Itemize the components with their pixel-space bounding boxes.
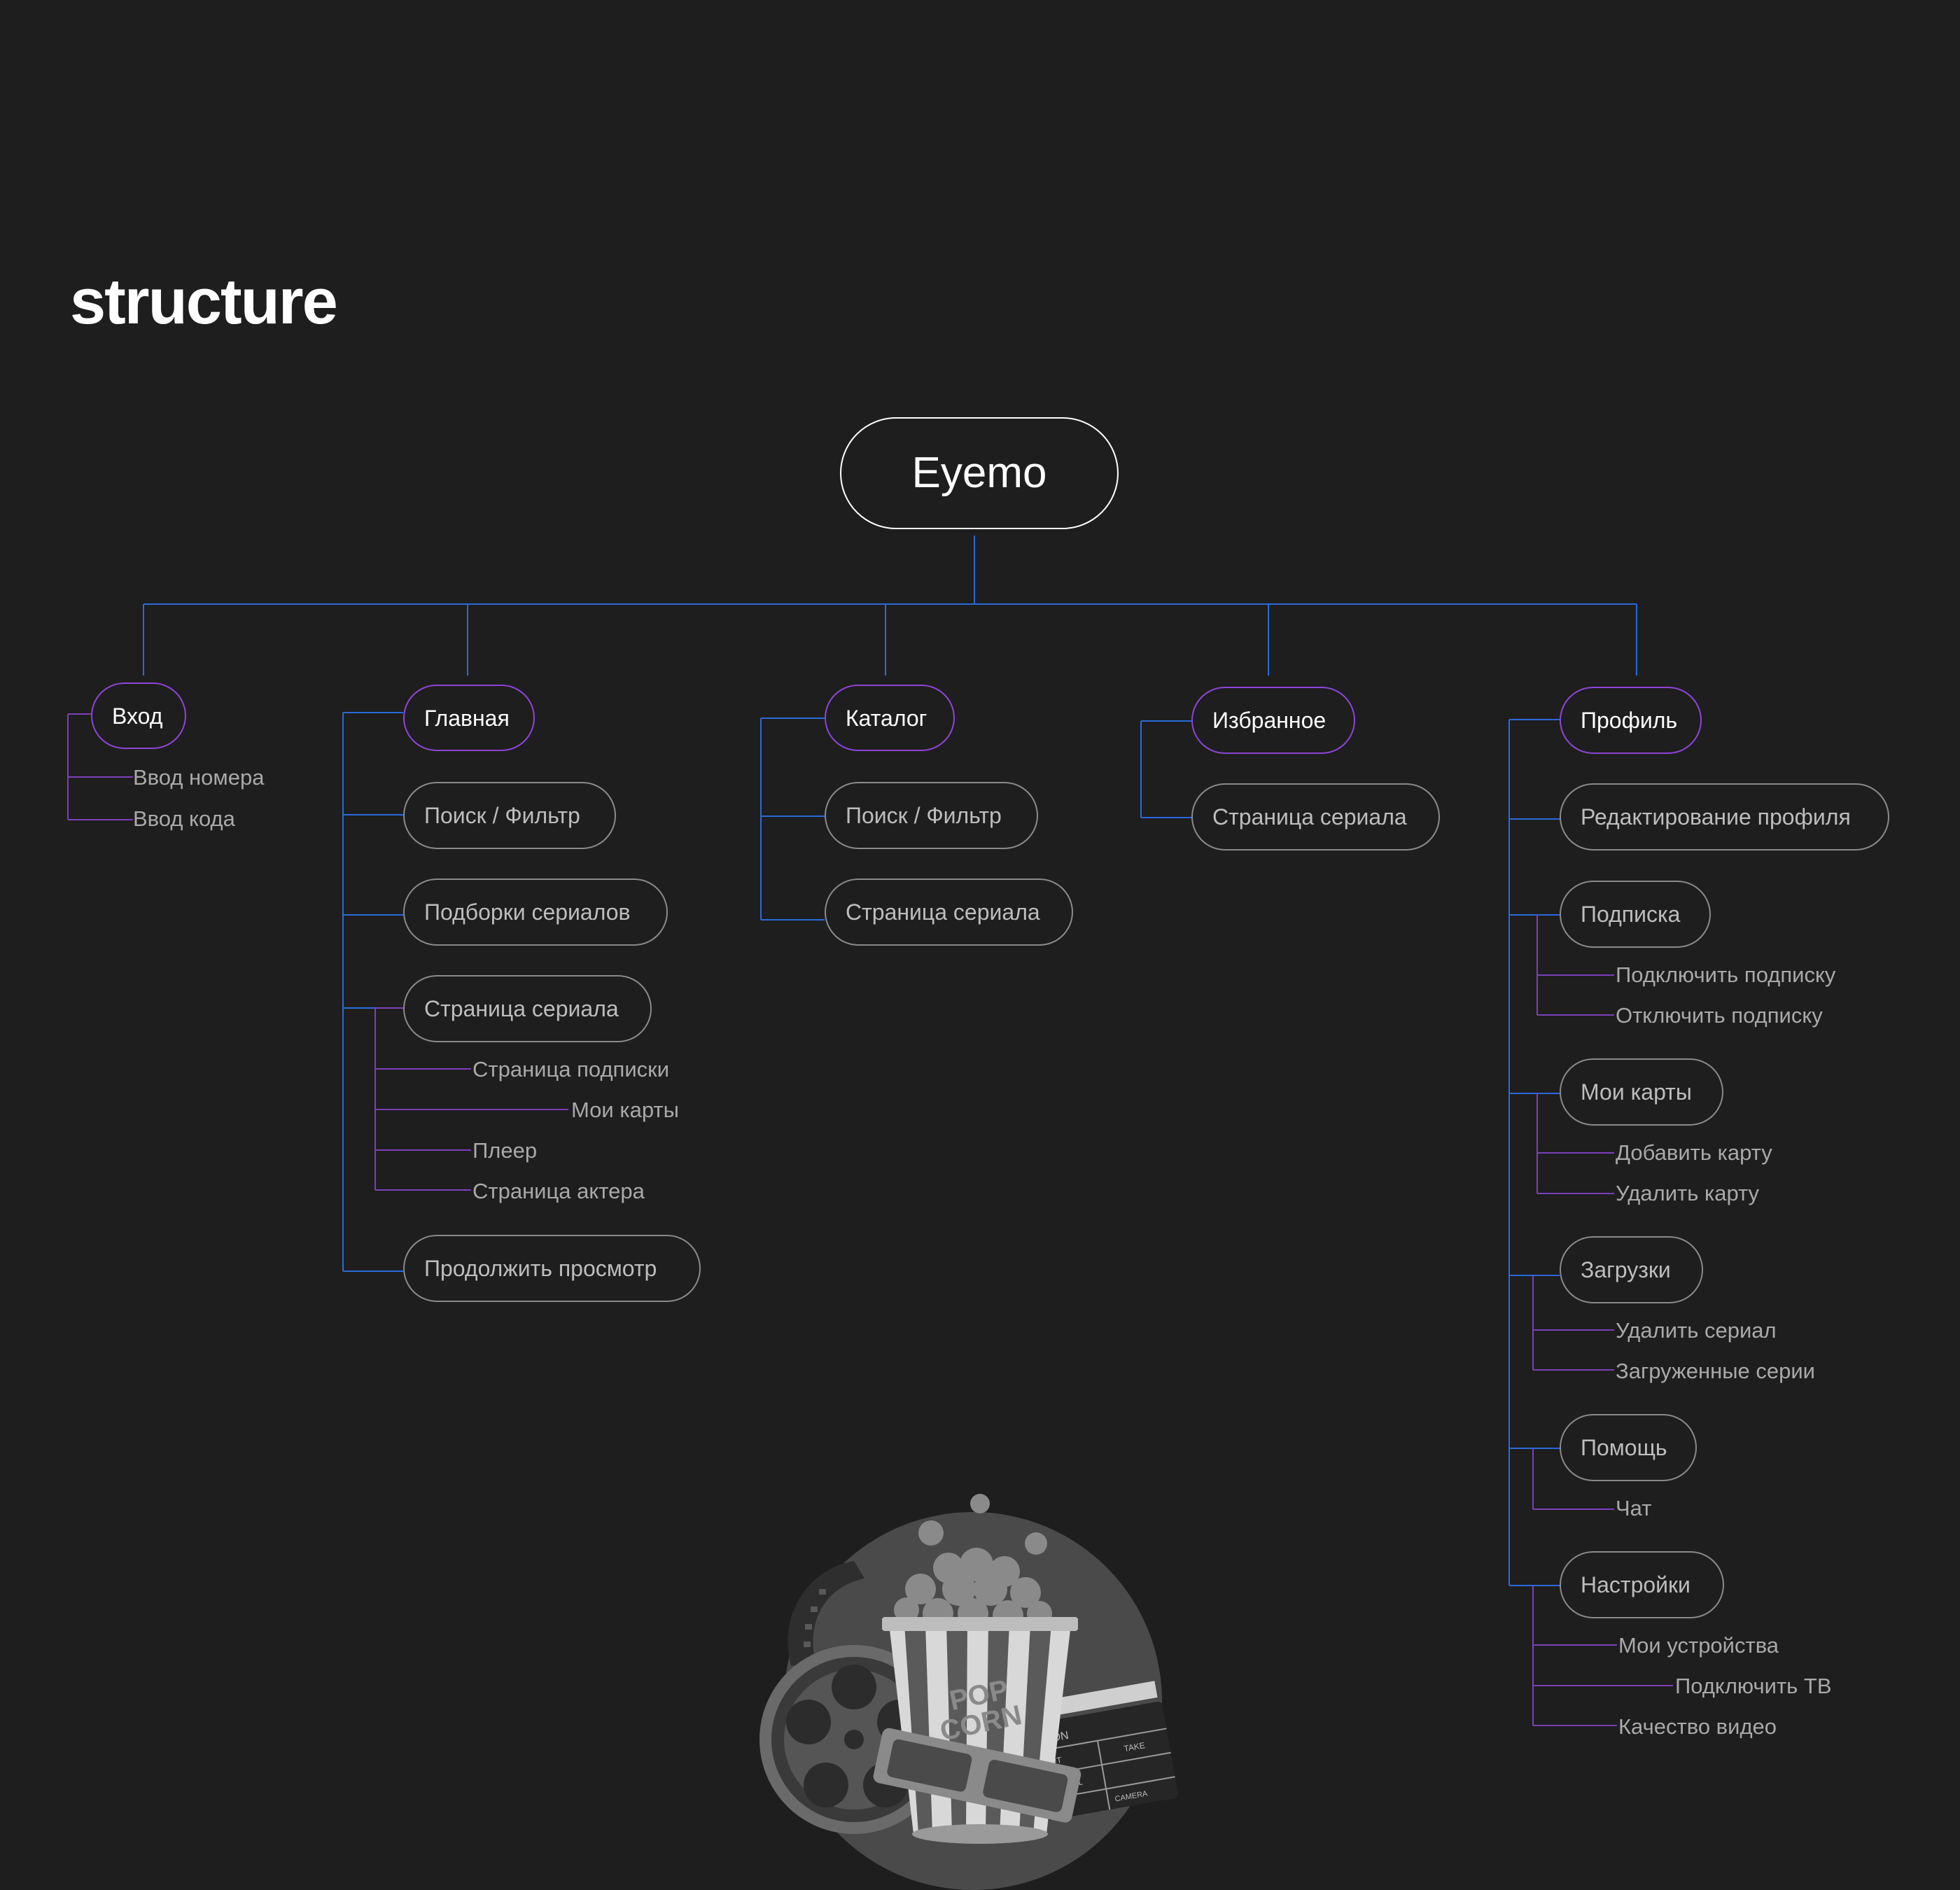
leaf-kachestvo-video: Качество видео — [1618, 1714, 1777, 1739]
bracket-glavnaya — [342, 712, 403, 1272]
bracket-pomosh — [1532, 1448, 1614, 1510]
node-profil-redaktirovanie: Редактирование профиля — [1560, 783, 1889, 850]
bracket-izbrannoe — [1140, 720, 1191, 818]
cinema-illustration: ACTION CUT TAKE ROLL CAMERA — [760, 1494, 1178, 1890]
leaf-moi-karty: Мои карты — [571, 1098, 679, 1122]
bracket-karty — [1536, 1093, 1614, 1194]
bracket-nastroyki — [1532, 1586, 1673, 1726]
node-profil-pomosh: Помощь — [1560, 1414, 1697, 1481]
node-profil-zagruzki: Загрузки — [1560, 1236, 1703, 1303]
root-node: Eyemo — [840, 417, 1119, 529]
leaf-pleer: Плеер — [472, 1138, 538, 1163]
leaf-podklyuchit-podpisku: Подключить подписку — [1616, 962, 1836, 987]
leaf-udalit-kartu: Удалить карту — [1616, 1181, 1760, 1205]
leaf-vvod-koda: Ввод кода — [133, 806, 235, 831]
bracket-serial — [374, 1007, 568, 1191]
leaf-zagruzhennye-serii: Загруженные серии — [1616, 1359, 1815, 1383]
leaf-dobavit-kartu: Добавить карту — [1616, 1140, 1772, 1165]
film-strip-holes — [804, 1589, 826, 1647]
leaf-udalit-serial: Удалить сериал — [1616, 1318, 1777, 1343]
node-glavnaya-poisk: Поиск / Фильтр — [403, 782, 616, 849]
node-vhod: Вход — [91, 682, 186, 749]
leaf-moi-ustroystva: Мои устройства — [1618, 1633, 1779, 1658]
3d-glasses — [873, 1728, 1082, 1823]
bracket-profil — [1508, 719, 1560, 1586]
clapper-take: TAKE — [1123, 1740, 1145, 1754]
node-glavnaya: Главная — [403, 685, 535, 751]
node-katalog-serial: Страница сериала — [825, 878, 1073, 946]
popcorn-kernels — [894, 1494, 1052, 1631]
bracket-podpiska — [1536, 915, 1614, 1016]
leaf-stranica-podpiski: Страница подписки — [472, 1057, 670, 1082]
bracket-zagruzki — [1532, 1275, 1614, 1371]
node-profil-karty: Мои карты — [1560, 1058, 1723, 1126]
leaf-chat: Чат — [1616, 1496, 1652, 1520]
leaf-podklyuchit-tv: Подключить ТВ — [1675, 1674, 1832, 1698]
film-strip — [788, 1561, 864, 1666]
node-profil-podpiska: Подписка — [1560, 881, 1711, 948]
node-glavnaya-prodolzhit: Продолжить просмотр — [403, 1235, 701, 1302]
node-katalog-poisk: Поиск / Фильтр — [825, 782, 1038, 849]
bracket-katalog — [760, 718, 825, 920]
node-profil: Профиль — [1560, 687, 1702, 754]
bracket-vhod — [67, 713, 133, 820]
node-izbrannoe: Избранное — [1191, 687, 1355, 754]
node-katalog: Каталог — [825, 685, 955, 751]
leaf-stranica-aktera: Страница актера — [472, 1179, 645, 1203]
node-glavnaya-podborki: Подборки сериалов — [403, 878, 668, 946]
leaf-otklyuchit-podpisku: Отключить подписку — [1616, 1003, 1823, 1028]
node-izbrannoe-serial: Страница сериала — [1191, 783, 1440, 850]
node-profil-nastroyki: Настройки — [1560, 1551, 1724, 1618]
page-title: structure — [70, 266, 338, 337]
node-glavnaya-serial: Страница сериала — [403, 975, 652, 1042]
leaf-vvod-nomera: Ввод номера — [133, 765, 265, 790]
